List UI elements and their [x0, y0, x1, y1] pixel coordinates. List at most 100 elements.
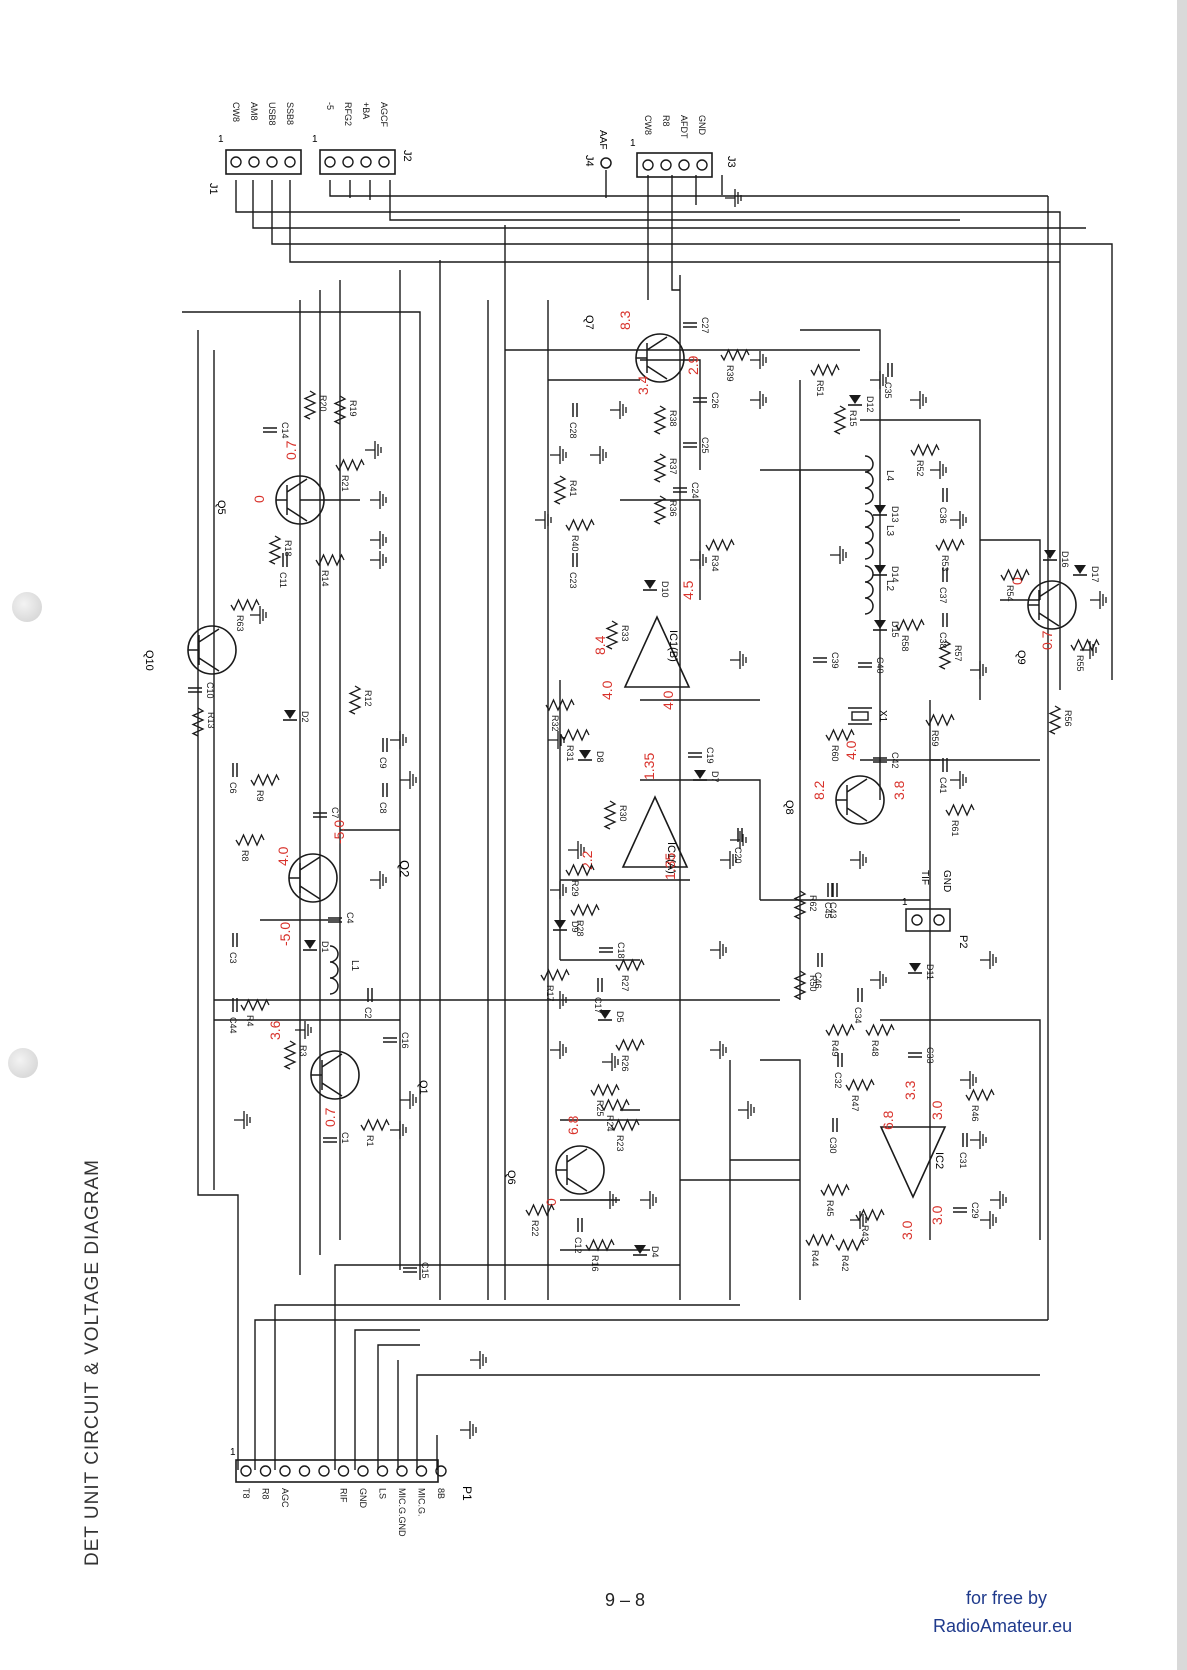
j2-ref: J2 [401, 150, 413, 162]
capacitor-c40: C40 [858, 657, 885, 674]
resistor-r31: R31 [560, 728, 590, 762]
ic1b-ref: IC1(B) [667, 630, 679, 662]
capacitor-c1-ref: C1 [340, 1132, 350, 1144]
capacitor-c39: C39 [813, 652, 840, 669]
resistor-r54: R54 [1000, 568, 1030, 602]
resistor-r57-ref: R57 [953, 645, 963, 662]
diode-d1: D1 [303, 940, 330, 953]
capacitor-c23-ref: C23 [568, 572, 578, 589]
capacitor-c30: C30 [828, 1118, 838, 1154]
ic1b-voltage-4: 4.5 [680, 580, 696, 600]
binder-hole-bottom [8, 1048, 38, 1078]
capacitor-c19-ref: C19 [705, 747, 715, 764]
ground-symbol-14 [640, 1191, 657, 1209]
resistor-r8: R8 [235, 833, 265, 862]
ground-symbol-42 [370, 491, 387, 509]
resistor-r3: R3 [283, 1040, 308, 1070]
capacitor-c23: C23 [568, 553, 578, 589]
j2-pin-1 [324, 156, 336, 168]
diode-d13-ref: D13 [890, 506, 900, 523]
ground-symbol-16 [710, 1041, 727, 1059]
resistor-r14-ref: R14 [320, 570, 330, 587]
capacitor-c44: C44 [228, 998, 238, 1034]
p2-ref: P2 [957, 935, 969, 948]
resistor-r26-ref: R26 [620, 1055, 630, 1072]
resistor-r59: R59 [925, 713, 955, 747]
q8-voltage-2: 4.0 [843, 740, 859, 760]
capacitor-c35-ref: C35 [883, 382, 893, 399]
p1-pin-3 [279, 1465, 291, 1477]
capacitor-c2: C2 [363, 988, 373, 1019]
ground-symbol-50 [234, 1111, 251, 1129]
diode-d15: D15 [873, 620, 900, 638]
capacitor-c26-ref: C26 [710, 392, 720, 409]
capacitor-c12: C12 [573, 1218, 583, 1254]
j1-pin-label-2: AM8 [249, 102, 259, 121]
transistor-q2: Q2 4.0 -5.0 -5.0 [275, 820, 412, 946]
resistor-r47: R47 [845, 1078, 875, 1112]
resistor-r54-ref: R54 [1005, 585, 1015, 602]
transistor-q7: Q7 8.3 3.4 2.9 [583, 310, 701, 395]
capacitor-c34: C34 [853, 988, 863, 1024]
ground-symbol-34 [990, 1191, 1007, 1209]
capacitor-c29-ref: C29 [970, 1202, 980, 1219]
q9-voltage-2: 0.7 [1039, 630, 1055, 650]
resistor-r62-ref: R62 [808, 895, 818, 912]
ic1b-voltage-1: 8.4 [592, 635, 608, 655]
diode-d7-ref: D7 [710, 771, 720, 783]
ic1a-voltage-2: 1.35 [641, 753, 657, 780]
diode-d2: D2 [283, 710, 310, 723]
p1-pin-label-8: LS [378, 1488, 388, 1499]
ground-symbol-31 [950, 771, 967, 789]
j4-ref: J4 [583, 155, 595, 167]
capacitor-c45: C45 [823, 883, 833, 919]
resistor-r30: R30 [603, 800, 628, 830]
capacitor-c20: C20 [733, 828, 743, 864]
ground-symbol-39 [980, 951, 997, 969]
resistor-r13: R13 [191, 707, 216, 737]
q7-voltage-2: 3.4 [635, 375, 651, 395]
resistor-r12-ref: R12 [363, 690, 373, 707]
j1-pin1: 1 [218, 134, 224, 145]
capacitor-c31-ref: C31 [958, 1152, 968, 1169]
resistor-r58-ref: R58 [900, 635, 910, 652]
resistor-r15-ref: R15 [848, 410, 858, 427]
q9-ref: Q9 [1015, 650, 1027, 665]
p1-pin-5 [318, 1465, 330, 1477]
capacitor-c11-ref: C11 [278, 572, 288, 588]
resistor-r31-ref: R31 [565, 745, 575, 762]
resistor-r19: R19 [333, 395, 358, 425]
resistor-r13-ref: R13 [206, 712, 216, 729]
j1-pin-label-3: USB8 [267, 102, 277, 126]
p1-pin-6 [337, 1465, 350, 1477]
resistor-r15: R15 [833, 405, 858, 435]
ground-symbol-51 [370, 871, 387, 889]
capacitor-c42: C42 [873, 752, 900, 769]
resistor-r41: R41 [553, 475, 578, 505]
ground-symbol-44 [370, 531, 387, 549]
ground-symbol-43 [370, 551, 387, 569]
capacitor-c6-ref: C6 [228, 782, 238, 794]
ground-symbol-37 [850, 851, 867, 869]
capacitor-c9-ref: C9 [378, 757, 388, 769]
q1-voltage-1: 3.6 [267, 1020, 283, 1040]
j1-pin-label-4: SSB8 [285, 102, 295, 125]
resistor-r44: R44 [805, 1233, 835, 1267]
ic1a-ref: IC1(A) [665, 842, 677, 874]
resistor-r61: R61 [945, 803, 975, 837]
x1-ref: X1 [877, 710, 888, 723]
j3-pin-label-2: R8 [661, 115, 671, 127]
j2-pin-label-1: -5 [325, 102, 335, 110]
resistor-r16: R16 [585, 1238, 615, 1272]
q9-voltage-1: 0 [1009, 577, 1025, 585]
ground-symbol-20 [610, 401, 627, 419]
j4-pin-aaf: AAF [597, 130, 608, 149]
ic2-voltage-2: 3.3 [902, 1080, 918, 1100]
capacitor-c28: C28 [568, 403, 578, 439]
diode-d17-ref: D17 [1090, 566, 1100, 583]
capacitor-c14-ref: C14 [280, 422, 290, 439]
resistor-r25: R25 [590, 1083, 620, 1117]
capacitor-c30-ref: C30 [828, 1137, 838, 1154]
